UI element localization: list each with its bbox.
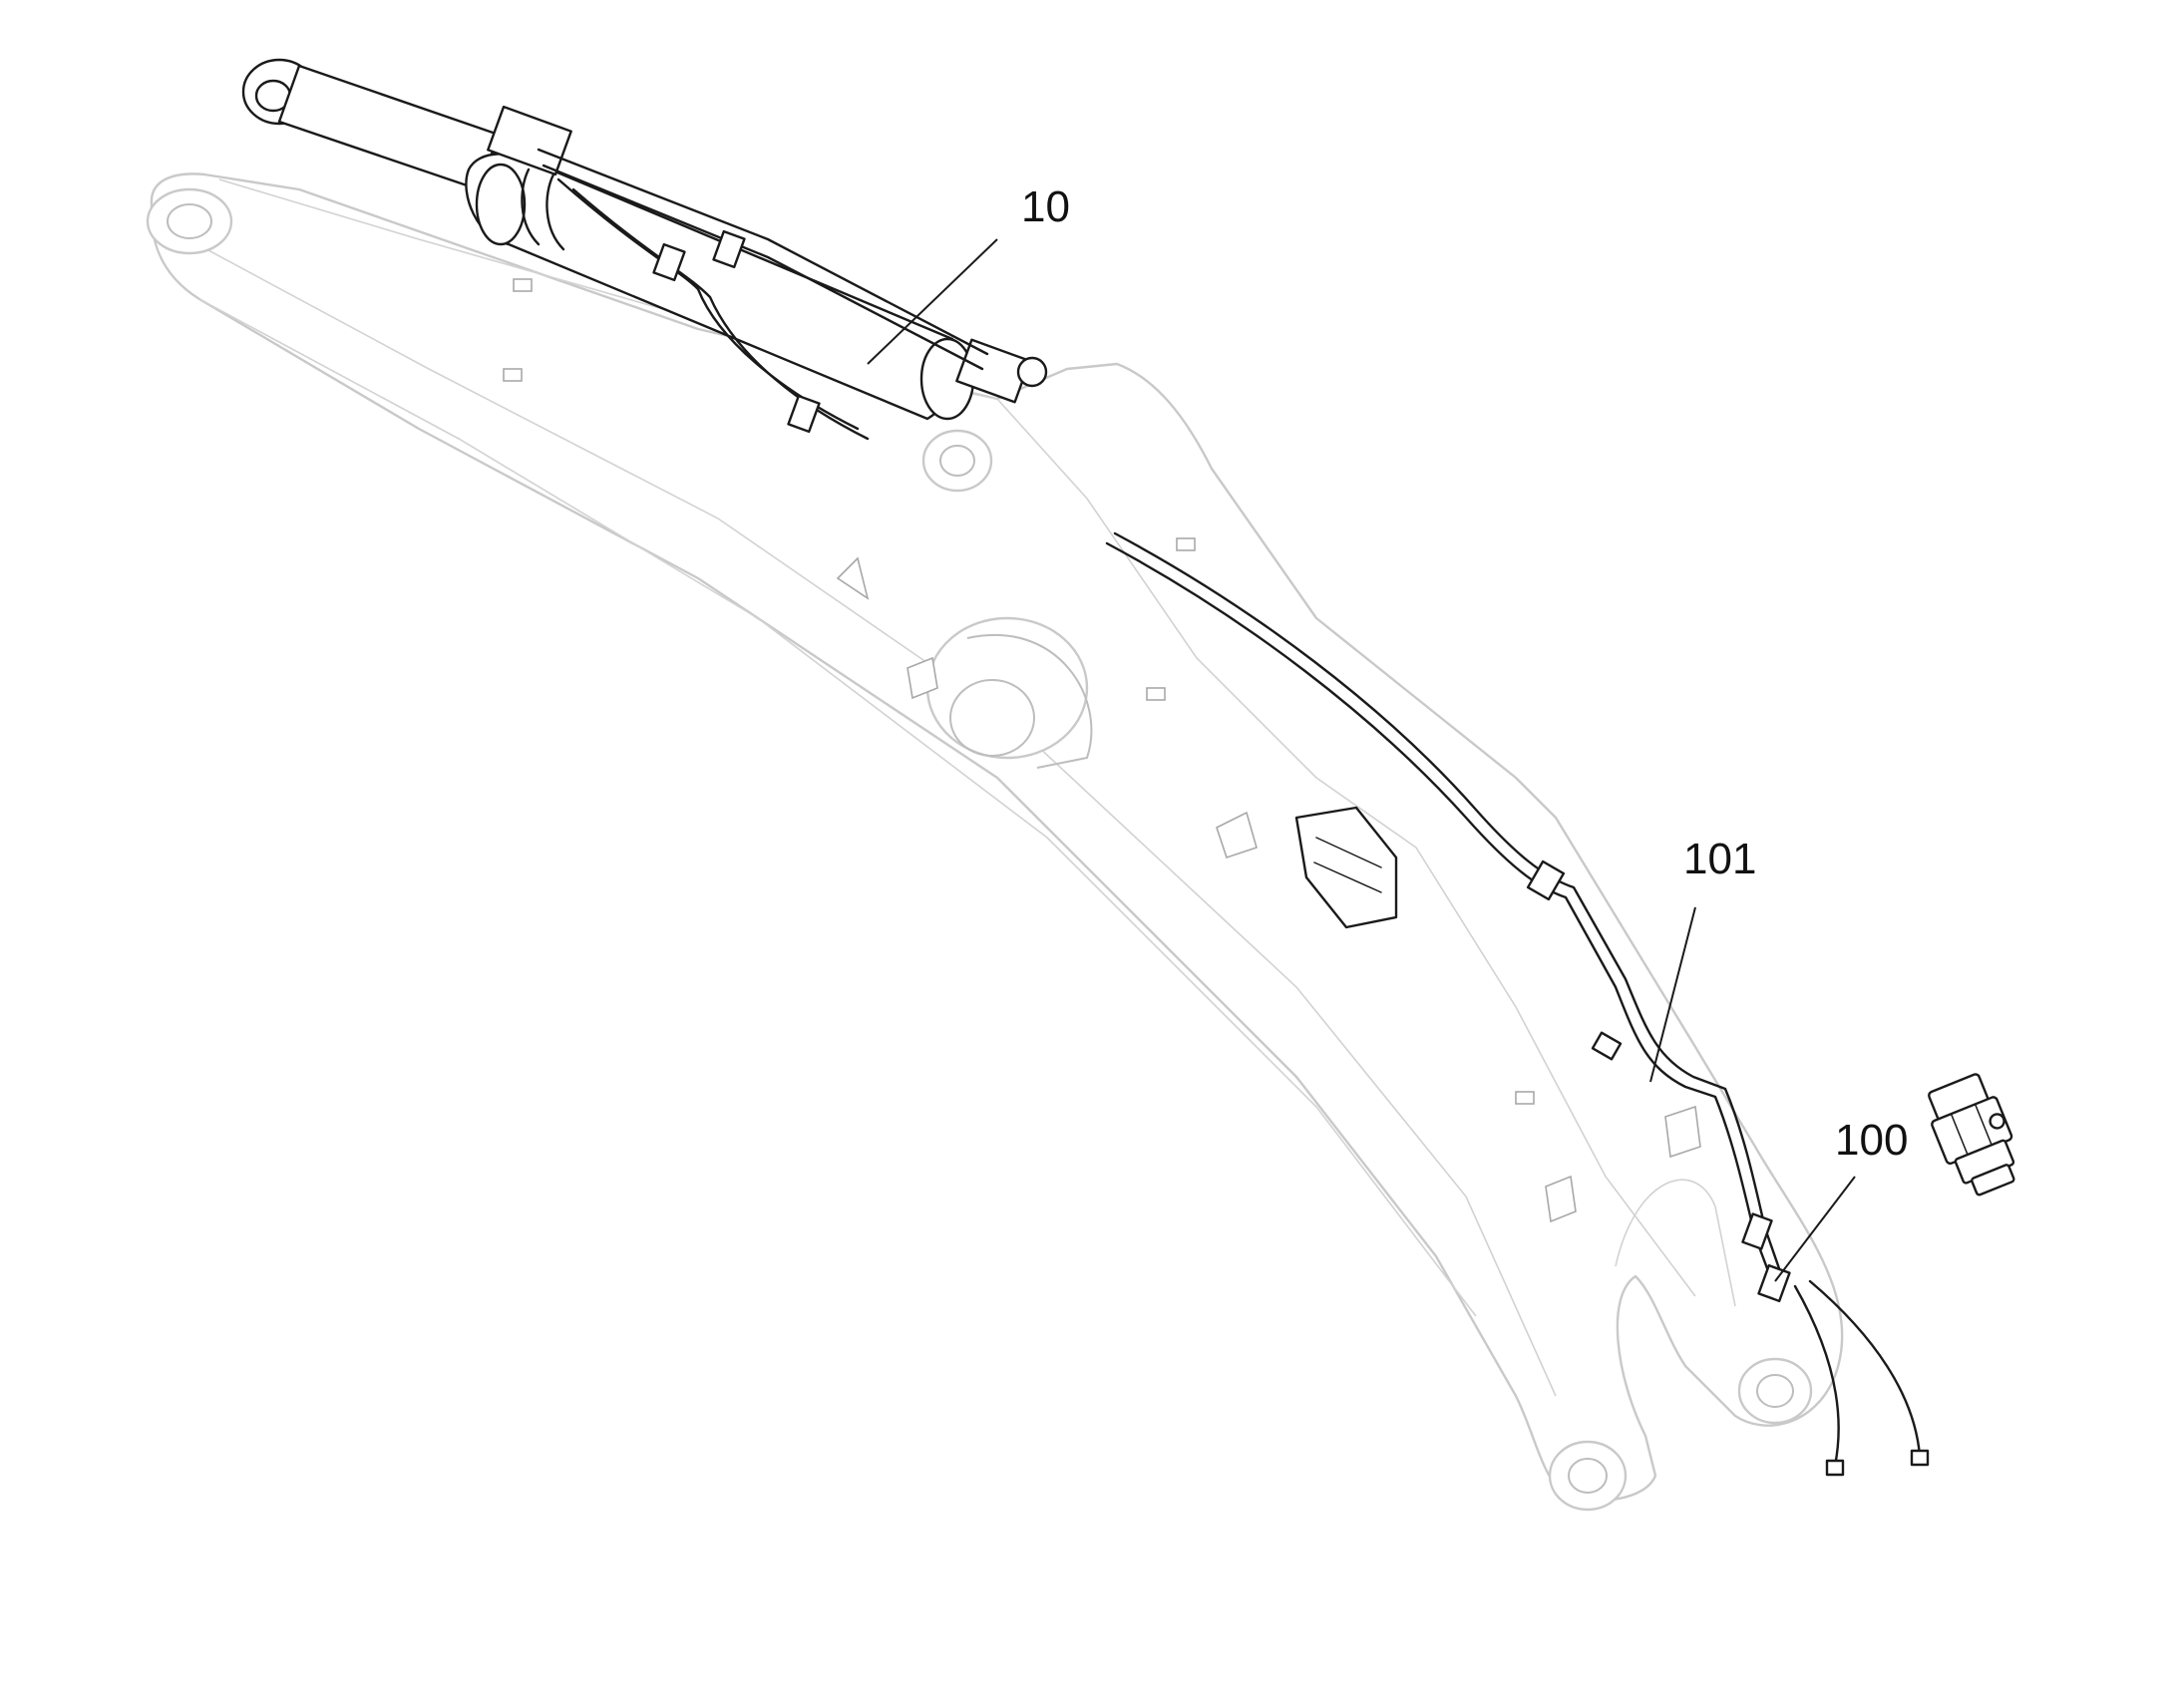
hose-end (1910, 1449, 1930, 1467)
leader-100 (1774, 1176, 1856, 1282)
cylinder-hose (542, 164, 984, 371)
boom-center-eye (925, 616, 1089, 760)
cylinder-gland (475, 163, 527, 246)
hydraulic-piping (1105, 531, 1930, 1477)
boom-foot-bore (167, 203, 212, 239)
boom-foot-eye (146, 187, 233, 255)
cylinder-gland-ring (521, 168, 541, 246)
nose-hose (1808, 1279, 1922, 1458)
boom-center-bore (949, 679, 1035, 757)
fitting-detail (1928, 1073, 2015, 1196)
boom-nose-bore-upper (1756, 1374, 1794, 1408)
bracket-mark (1146, 687, 1166, 701)
boom-upper-side (996, 398, 1696, 1297)
pipe-manifold (1294, 806, 1398, 929)
boom-nose-fork (1615, 1179, 1736, 1307)
rod-side-valve-block (487, 105, 572, 176)
fitting-port (1989, 1113, 2005, 1130)
pipe-clamp (1526, 859, 1566, 901)
cylinder-hose (556, 177, 860, 431)
lifting-lug (1216, 811, 1258, 859)
fitting-bottom (1971, 1164, 2015, 1196)
leader-101 (1649, 906, 1696, 1083)
lifting-lug (907, 656, 938, 700)
callout-101: 101 (1683, 835, 1757, 883)
leader-10 (867, 238, 998, 365)
pipe-clamp (1741, 1212, 1773, 1250)
lifting-lug (1664, 1105, 1701, 1159)
lifting-lug (836, 556, 870, 600)
valve-fitting (1016, 356, 1048, 388)
lifting-lug (1545, 1175, 1577, 1223)
boom-rod-bore (939, 445, 975, 477)
cylinder-rod (277, 64, 501, 191)
boom-rod-eye (921, 429, 993, 493)
bracket-mark (1515, 1091, 1535, 1105)
boom-cylinder (241, 58, 1048, 441)
hose-clamp (787, 394, 821, 434)
boom-lower-ridge (198, 298, 1477, 1317)
boom-center-web (966, 633, 1093, 769)
bracket-mark (513, 278, 533, 292)
callout-100: 100 (1835, 1116, 1909, 1165)
hose-clamp (712, 229, 746, 269)
cylinder-hose (537, 148, 989, 356)
boom-nose-eye-upper (1737, 1357, 1813, 1425)
boom-nose-eye-lower (1548, 1440, 1628, 1512)
pipe-end-fitting (1757, 1263, 1791, 1303)
callout-10: 10 (1021, 182, 1070, 231)
pipe-clamp (1591, 1031, 1623, 1061)
bracket-mark (1176, 537, 1196, 551)
hose-clamp (652, 242, 686, 282)
boom-nose-bore-lower (1568, 1458, 1608, 1494)
fitting-hex-edge (1950, 1103, 1994, 1158)
nose-hose (1793, 1284, 1840, 1468)
manifold-detail (1313, 837, 1382, 893)
bracket-mark (503, 368, 523, 382)
boom-outline (150, 172, 1844, 1502)
hose-end (1825, 1459, 1845, 1477)
boom-structure (146, 172, 1844, 1512)
cylinder-gland-ring (545, 172, 565, 251)
